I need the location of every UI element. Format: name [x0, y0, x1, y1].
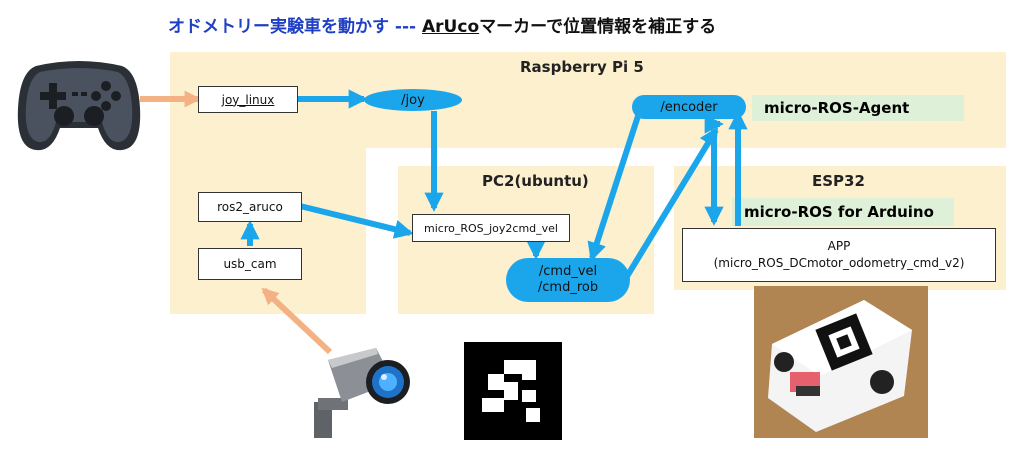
- topic-joy: /joy: [364, 89, 462, 111]
- pc2-label: PC2(ubuntu): [482, 172, 589, 190]
- raspberry-label: Raspberry Pi 5: [520, 58, 644, 76]
- topic-encoder: /encoder: [632, 95, 746, 119]
- node-app-title: APP: [827, 239, 851, 253]
- node-usb-cam: usb_cam: [198, 248, 302, 280]
- robot-car-photo: [754, 286, 928, 438]
- topic-cmd: /cmd_vel /cmd_rob: [506, 258, 630, 302]
- wire-aruco-joy2cmd: [299, 203, 414, 239]
- topic-joy-label: /joy: [401, 92, 425, 108]
- node-joy-linux-label: joy_linux: [221, 92, 275, 107]
- aruco-marker: [464, 342, 562, 440]
- node-joy2cmd-vel-label: micro_ROS_joy2cmd_vel: [424, 221, 558, 235]
- security-camera-icon: [314, 348, 410, 438]
- wire-camera-usbcam: [261, 287, 333, 355]
- node-app: APP (micro_ROS_DCmotor_odometry_cmd_v2): [682, 228, 996, 282]
- micro-ros-agent-bar: micro-ROS-Agent: [752, 95, 964, 121]
- node-ros2-aruco-label: ros2_aruco: [217, 200, 283, 214]
- region-raspberry-left: [170, 148, 366, 314]
- page-title: オドメトリー実験車を動かす --- ArUcoマーカーで位置情報を補正する: [168, 12, 716, 37]
- wire-encoder-cmdvel: [587, 115, 641, 262]
- node-usb-cam-label: usb_cam: [223, 257, 277, 271]
- micro-ros-arduino-label: micro-ROS for Arduino: [744, 203, 934, 221]
- micro-ros-agent-label: micro-ROS-Agent: [764, 99, 910, 117]
- topic-cmd-vel-label: /cmd_vel: [538, 264, 598, 279]
- title-aruco: ArUco: [422, 17, 480, 37]
- title-suffix: マーカーで位置情報を補正する: [479, 17, 717, 37]
- esp32-label: ESP32: [812, 172, 865, 190]
- gamepad-icon: [17, 61, 141, 151]
- topic-cmd-rob-label: /cmd_rob: [537, 280, 599, 295]
- wire-cmdrob-agent: [623, 126, 719, 280]
- node-joy-linux: joy_linux: [198, 86, 298, 113]
- title-prefix: オドメトリー実験車を動かす ---: [168, 17, 423, 37]
- micro-ros-arduino-bar: micro-ROS for Arduino: [732, 198, 954, 226]
- node-joy2cmd-vel: micro_ROS_joy2cmd_vel: [412, 214, 570, 242]
- topic-encoder-label: /encoder: [660, 99, 718, 115]
- node-ros2-aruco: ros2_aruco: [198, 192, 302, 222]
- node-app-name: (micro_ROS_DCmotor_odometry_cmd_v2): [713, 256, 965, 270]
